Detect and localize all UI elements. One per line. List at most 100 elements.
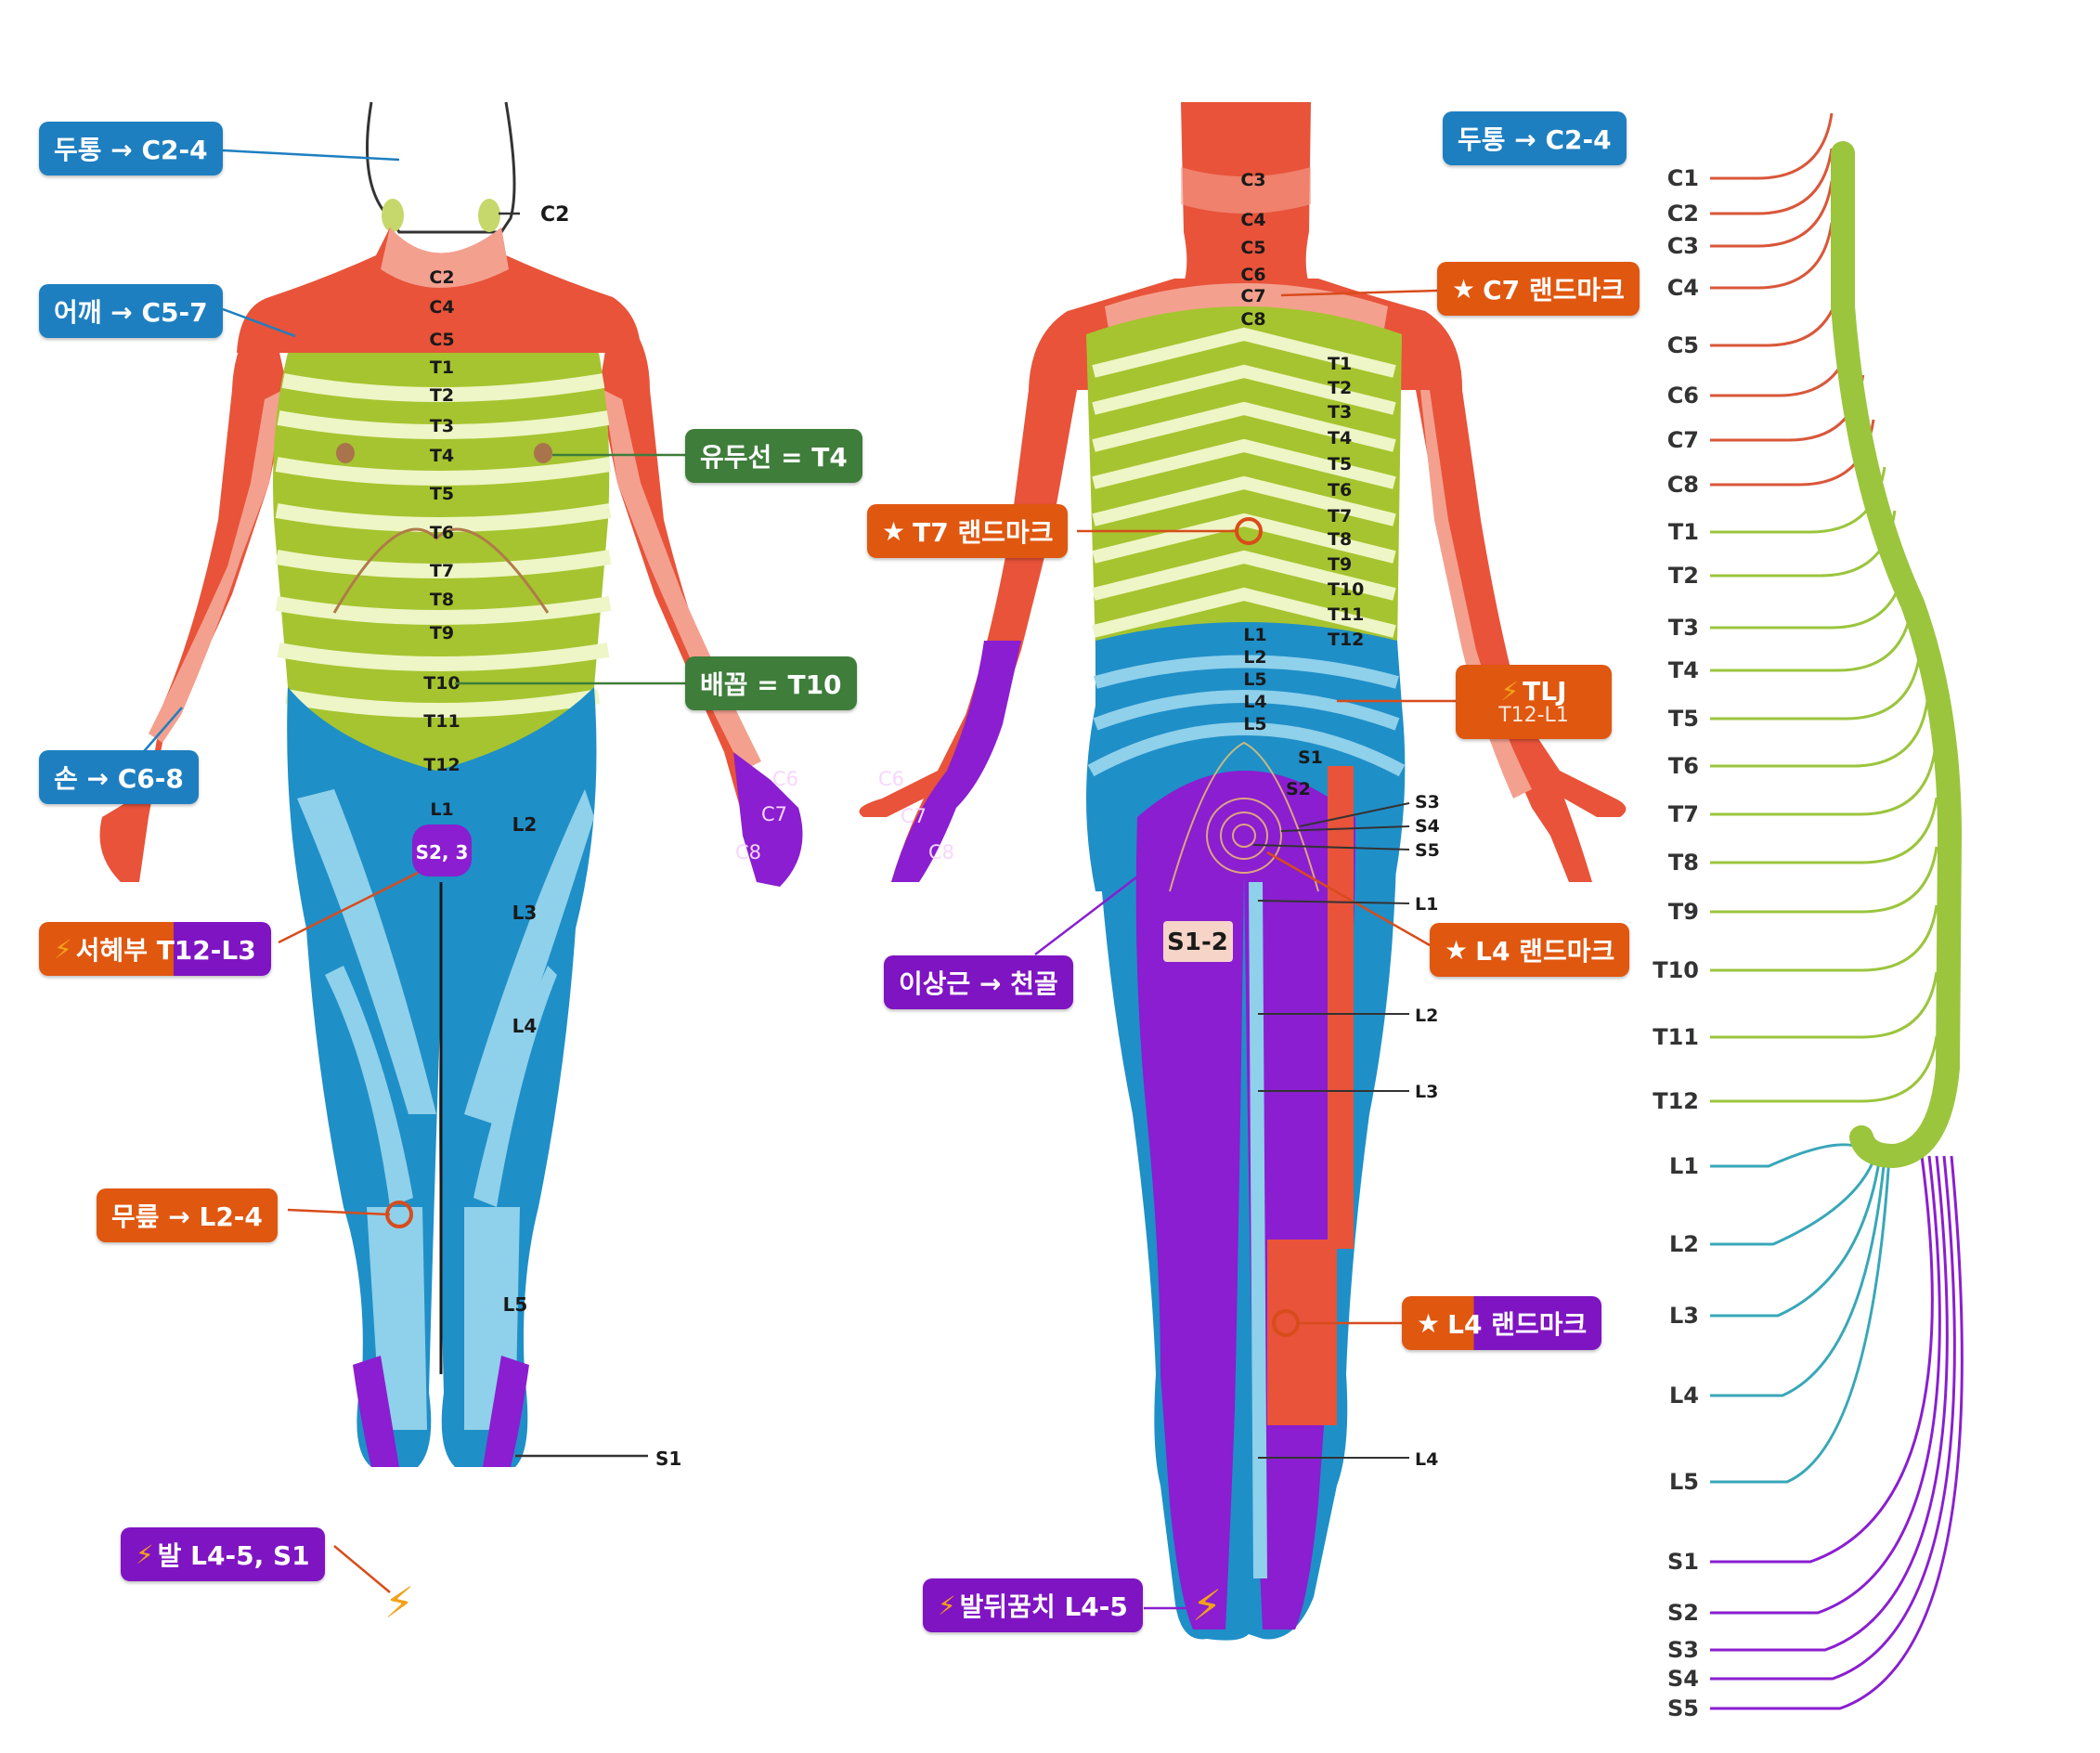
back-lumbar-label: L1 bbox=[1243, 625, 1266, 645]
back-thoracic-label: T7 bbox=[1328, 506, 1352, 526]
callout-knee: 무릎 → L2-4 bbox=[97, 1188, 278, 1242]
back-level-labels: C3 C4 C5 C6 C7 C8 T1 T2 T3 T4 T5 T6 T7 T… bbox=[1240, 170, 1439, 1470]
spine-level-label: T1 bbox=[1668, 519, 1699, 545]
front-trunk-label: T8 bbox=[430, 590, 454, 610]
bolt-icon: ⚡ bbox=[1500, 675, 1520, 707]
front-nipple-right bbox=[534, 443, 552, 463]
front-trunk-label: C4 bbox=[429, 297, 454, 318]
spine-level-label: S5 bbox=[1667, 1695, 1699, 1721]
nerve-root-t10 bbox=[1710, 904, 1938, 972]
back-lumbar-label: L2 bbox=[1243, 647, 1266, 668]
front-trunk-label: C5 bbox=[429, 330, 454, 350]
callout-navel: 배꼽 = T10 bbox=[685, 656, 857, 710]
back-leader-lines bbox=[1034, 289, 1456, 1610]
front-c2-patch-left bbox=[382, 199, 404, 232]
front-l1-label: L1 bbox=[430, 799, 453, 820]
back-hand-c7-label: C7 bbox=[901, 805, 927, 827]
back-left-arm bbox=[859, 311, 1077, 882]
back-thoracic-label: T4 bbox=[1328, 428, 1352, 448]
callout-shoulder: 어깨 → C5-7 bbox=[39, 284, 223, 338]
front-trunk-label: T10 bbox=[423, 673, 460, 694]
spine-level-label: C2 bbox=[1667, 201, 1699, 227]
nerve-root-s3 bbox=[1710, 1155, 1949, 1652]
front-neck-light bbox=[381, 227, 509, 288]
callout-c7-landmark: ★C7 랜드마크 bbox=[1437, 262, 1640, 316]
callout-t7-landmark: ★T7 랜드마크 bbox=[867, 504, 1069, 558]
bolt-icon: ⚡ bbox=[54, 933, 72, 965]
nerve-root-t3 bbox=[1710, 562, 1907, 630]
spine-level-label: C1 bbox=[1667, 165, 1699, 191]
nerve-root-t12 bbox=[1710, 1035, 1938, 1103]
nerve-root-t2 bbox=[1710, 510, 1897, 578]
back-neck-label: C5 bbox=[1240, 238, 1265, 258]
nerve-root-c4 bbox=[1710, 222, 1834, 290]
back-lumbar-label: L4 bbox=[1243, 692, 1266, 712]
spine-level-label: L4 bbox=[1669, 1383, 1699, 1409]
back-neck-label: C8 bbox=[1240, 309, 1265, 330]
nerve-root-l1 bbox=[1710, 1143, 1873, 1168]
back-hand-c6-label: C6 bbox=[878, 768, 904, 790]
spine-level-label: T3 bbox=[1668, 615, 1699, 641]
spine-level-label: L3 bbox=[1669, 1303, 1699, 1329]
spine-level-label: L5 bbox=[1669, 1469, 1699, 1495]
back-heel-bolt-icon: ⚡ bbox=[1192, 1580, 1222, 1630]
front-hand-labels: C6 C7 C8 bbox=[735, 768, 798, 864]
back-thoracic-label: T3 bbox=[1328, 402, 1352, 422]
back-s1-label: S1 bbox=[1298, 747, 1323, 768]
front-hand-c6-label: C6 bbox=[772, 768, 798, 790]
spine-level-label: T9 bbox=[1668, 899, 1699, 925]
front-trunk-label: T2 bbox=[430, 385, 454, 406]
spinal-level-labels: C1C2C3C4C5C6C7C8T1T2T3T4T5T6T7T8T9T10T11… bbox=[1653, 165, 1699, 1721]
spine-level-label: C3 bbox=[1667, 233, 1699, 259]
callout-heel: ⚡발뒤꿈치 L4-5 bbox=[923, 1578, 1143, 1632]
spine-level-label: T10 bbox=[1653, 957, 1699, 983]
spinal-nerve-roots bbox=[1710, 112, 1964, 1710]
front-trunk-label: T9 bbox=[430, 623, 454, 643]
back-thoracic-label: T9 bbox=[1328, 554, 1352, 575]
front-trunk-label: T7 bbox=[430, 561, 454, 581]
star-icon: ★ bbox=[1452, 273, 1476, 305]
front-hand-c7-label: C7 bbox=[761, 803, 787, 825]
back-s4-label: S4 bbox=[1415, 816, 1440, 837]
callout-headache-front: 두통 → C2-4 bbox=[39, 122, 223, 175]
callout-l4-landmark-leg: ★L4 랜드마크 bbox=[1402, 1296, 1602, 1350]
front-left-arm bbox=[99, 306, 288, 882]
nerve-root-s5 bbox=[1710, 1155, 1964, 1710]
front-c2-patch-right bbox=[478, 199, 500, 232]
nerve-root-l5 bbox=[1710, 1155, 1891, 1484]
callout-hand: 손 → C6-8 bbox=[39, 750, 199, 804]
front-nipple-left bbox=[336, 443, 355, 463]
back-leg-l3-label: L3 bbox=[1415, 1082, 1438, 1102]
back-s3-label: S3 bbox=[1415, 792, 1440, 812]
spine-level-label: T6 bbox=[1668, 753, 1699, 779]
front-s23-patch bbox=[412, 825, 472, 876]
back-body-figure: S1-2 ⚡ bbox=[859, 102, 1627, 1641]
front-leg-light-bands bbox=[297, 789, 594, 1430]
back-leg-l1-label: L1 bbox=[1415, 894, 1438, 915]
nerve-root-l2 bbox=[1710, 1155, 1877, 1246]
front-left-foot-s1 bbox=[353, 1356, 399, 1467]
back-lumbar-label: L5 bbox=[1243, 714, 1266, 734]
back-neck-light-band bbox=[1181, 167, 1311, 214]
spine-level-label: T5 bbox=[1668, 706, 1699, 732]
back-leg-l2-label: L2 bbox=[1415, 1006, 1438, 1026]
back-thoracic-label: T10 bbox=[1328, 579, 1364, 600]
spine-level-label: C7 bbox=[1667, 427, 1699, 453]
nerve-root-s1 bbox=[1710, 1155, 1934, 1564]
front-thoracic-bands bbox=[275, 373, 612, 718]
callout-groin: ⚡서혜부 T12-L3 bbox=[39, 922, 271, 976]
front-l5-label: L5 bbox=[503, 1293, 528, 1316]
back-left-forearm-c8 bbox=[891, 641, 1021, 882]
front-neck-shoulders bbox=[237, 227, 641, 353]
front-l4-label: L4 bbox=[512, 1015, 538, 1037]
front-head bbox=[366, 101, 516, 234]
back-neck-label: C3 bbox=[1240, 170, 1265, 190]
back-thoracic-label: T12 bbox=[1328, 630, 1364, 650]
back-thoracic-label: T11 bbox=[1328, 604, 1364, 625]
back-s12-patch bbox=[1163, 921, 1233, 962]
back-right-arm-light bbox=[1420, 390, 1532, 799]
back-thoracic-label: T5 bbox=[1328, 454, 1352, 474]
front-l2-label: L2 bbox=[512, 813, 538, 836]
nerve-root-t4 bbox=[1710, 604, 1914, 672]
back-s2-label: S2 bbox=[1286, 779, 1311, 799]
